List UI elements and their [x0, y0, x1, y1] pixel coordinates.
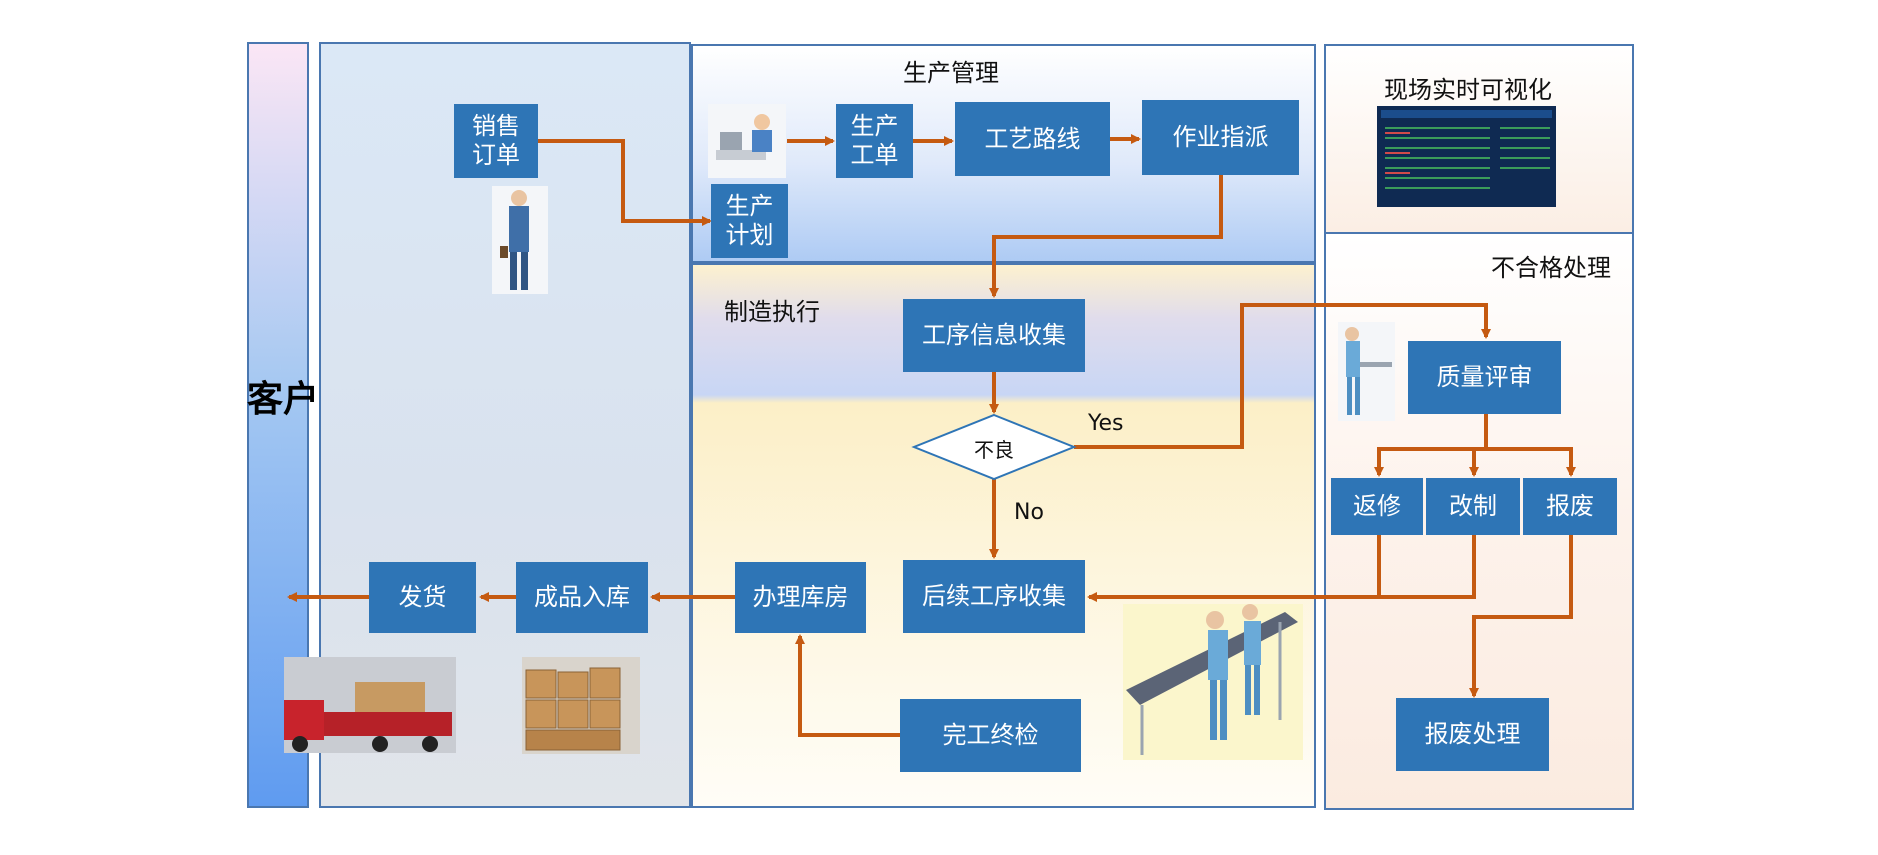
rework-box: 返修 — [1331, 478, 1423, 535]
handle-warehouse-box: 办理库房 — [735, 562, 866, 633]
production-order-box: 生产 工单 — [836, 104, 913, 178]
arrow-review-split — [1377, 414, 1488, 475]
arrow-rework-back — [1089, 535, 1381, 599]
sales-order-box: 销售 订单 — [454, 104, 538, 178]
process-route-box: 工艺路线 — [955, 102, 1110, 176]
arrow-sales-to-plan — [538, 139, 712, 226]
shipping-box: 发货 — [369, 562, 476, 633]
production-plan-box: 生产 计划 — [711, 184, 788, 258]
subsequent-process-collection-box: 后续工序收集 — [903, 560, 1085, 633]
job-dispatch-box: 作业指派 — [1142, 100, 1299, 175]
scrap-handling-box: 报废处理 — [1396, 698, 1549, 771]
edge-label-yes: Yes — [1088, 411, 1124, 436]
defect-decision-label: 不良 — [974, 438, 1014, 462]
customer-label: 客户 — [247, 379, 320, 420]
arrow-modify-back — [1087, 535, 1476, 602]
process-info-collection-box: 工序信息收集 — [903, 299, 1085, 372]
manufacturing-execution-title: 制造执行 — [724, 298, 820, 326]
final-inspection-box: 完工终检 — [900, 699, 1081, 772]
modify-box: 改制 — [1426, 478, 1520, 535]
arrow-decision-yes — [1074, 303, 1491, 449]
scrap-box: 报废 — [1523, 478, 1617, 535]
edge-label-no: No — [1014, 500, 1044, 525]
quality-review-box: 质量评审 — [1408, 341, 1561, 414]
finished-goods-in-box: 成品入库 — [516, 562, 648, 633]
arrow-dispatch-to-collection — [989, 175, 1223, 298]
customer-lane — [247, 42, 309, 808]
production-management-title: 生产管理 — [903, 59, 999, 87]
realtime-visualization-title: 现场实时可视化 — [1384, 76, 1552, 104]
arrow-scrap-to-handling — [1469, 535, 1573, 698]
nonconformity-title: 不合格处理 — [1491, 254, 1611, 282]
arrow-inspection-to-warehouse — [795, 634, 900, 737]
